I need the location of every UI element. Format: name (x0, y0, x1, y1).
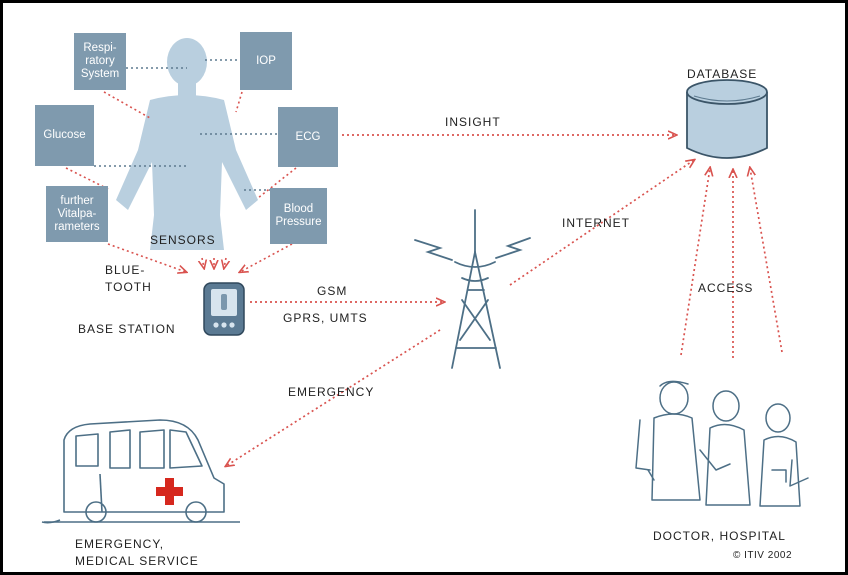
insight-label: INSIGHT (445, 115, 501, 129)
sensor-iop: IOP (240, 32, 292, 90)
sensors-label: SENSORS (150, 233, 216, 247)
ambulance-icon (41, 419, 240, 524)
sensor-respiratory-system: Respi- ratory System (74, 33, 126, 90)
network-arrows (226, 135, 783, 466)
sensor-vital-parameters: further Vitalpa- rameters (46, 186, 108, 242)
database-cylinder-icon (686, 79, 768, 159)
pda-base-station-icon (203, 282, 245, 336)
database-label: DATABASE (687, 67, 758, 81)
sensor-blood-pressure: Blood Pressure (270, 188, 327, 244)
gprs-umts-label: GPRS, UMTS (283, 311, 368, 325)
human-body-icon (116, 38, 258, 250)
sensor-body-links (94, 59, 278, 191)
doctors-group-icon (635, 380, 809, 507)
internet-label: INTERNET (562, 216, 630, 230)
sensor-arrows (107, 243, 293, 272)
doctor-hospital-label: DOCTOR, HOSPITAL (653, 529, 786, 543)
antenna-tower-icon (414, 209, 531, 369)
emergency-medical-service-label: EMERGENCY, MEDICAL SERVICE (75, 537, 199, 568)
copyright-label: © ITIV 2002 (733, 550, 793, 561)
bluetooth-label: BLUE- TOOTH (105, 263, 152, 294)
emergency-label: EMERGENCY (288, 385, 375, 399)
access-label: ACCESS (698, 281, 754, 295)
base-station-label: BASE STATION (78, 322, 176, 336)
sensor-ecg: ECG (278, 107, 338, 167)
gsm-label: GSM (317, 284, 348, 298)
sensor-glucose: Glucose (35, 105, 94, 166)
